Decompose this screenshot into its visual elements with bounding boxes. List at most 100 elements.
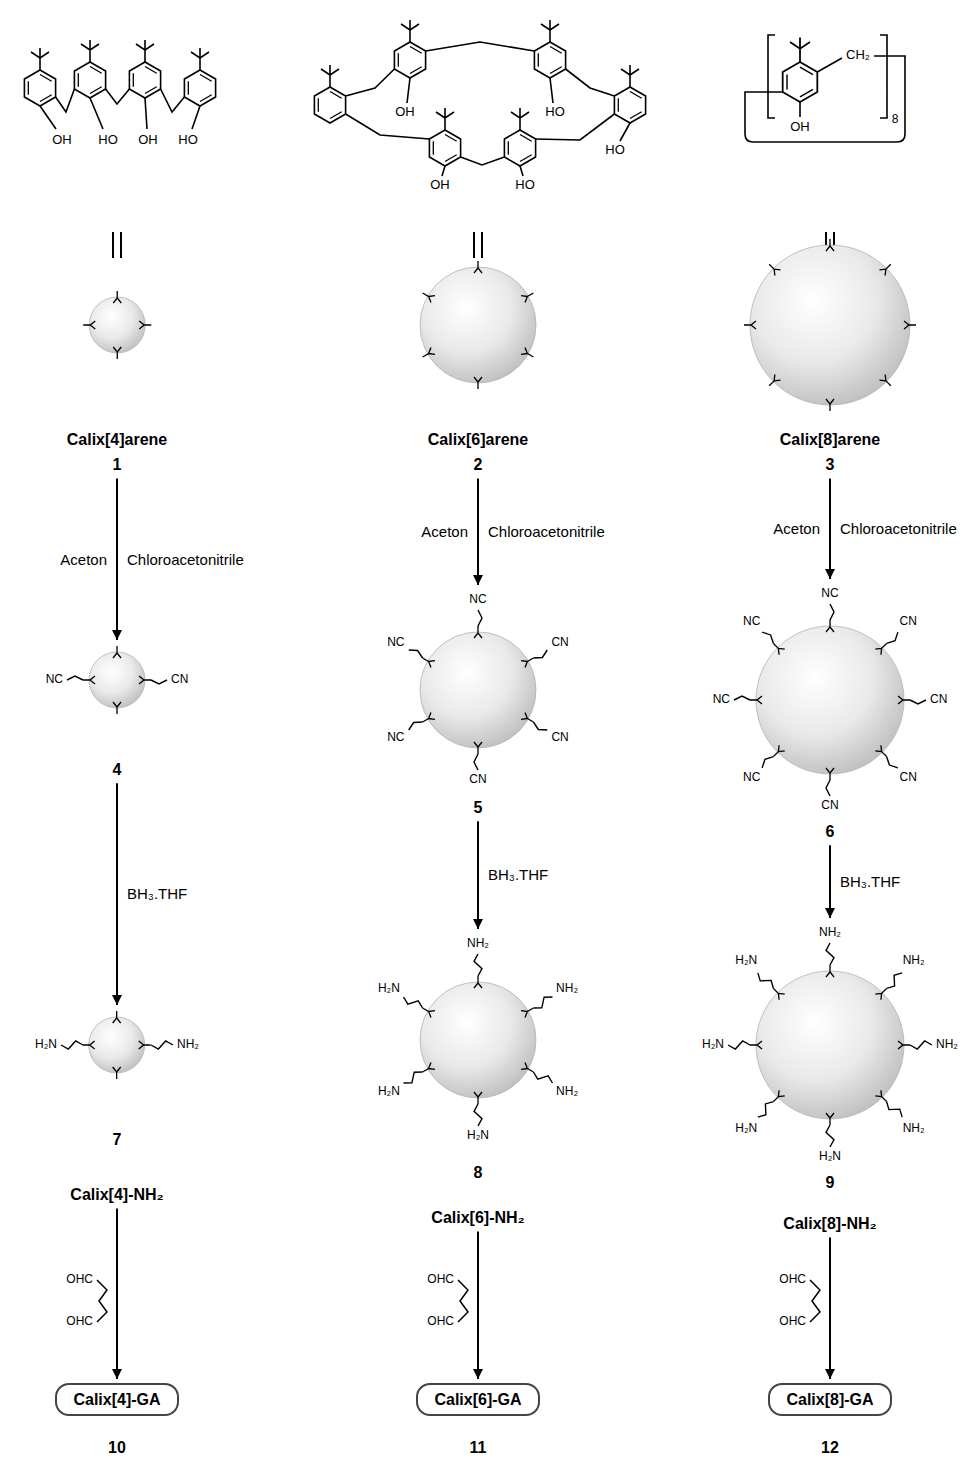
phenol-unit-symbol <box>826 620 834 632</box>
phenol-unit-symbol <box>423 658 435 667</box>
phenol-unit-symbol <box>113 291 121 303</box>
hydroxyl-label: HO <box>604 143 626 158</box>
reagent-label: Chloroacetonitrile <box>487 523 606 540</box>
compound-name: Calix[8]-NH₂ <box>746 1214 914 1233</box>
calixarene-sphere: 8Calix[6]-NH₂ <box>410 933 546 1227</box>
sphere-caption: Calix[6]arene2 <box>410 430 546 474</box>
phenol-unit-symbol <box>474 261 482 273</box>
alkyl-chain <box>887 757 898 768</box>
alkyl-chain <box>478 610 482 626</box>
substituent-label: NC <box>45 673 64 687</box>
alkyl-chain <box>887 973 903 989</box>
alkyl-chain <box>758 1102 774 1118</box>
substituent-label: NC <box>820 587 839 601</box>
compound-number: 8 <box>410 1163 546 1182</box>
hydroxyl-label: OH <box>51 133 73 148</box>
phenol-unit-symbol <box>113 347 121 359</box>
sphere-caption: 9Calix[8]-NH₂ <box>746 1173 914 1233</box>
alkyl-chain <box>826 943 834 965</box>
solvent-label: Aceton <box>772 520 821 537</box>
equivalence-sign <box>113 232 834 258</box>
phenol-unit-symbol <box>750 696 762 704</box>
phenol-unit-symbol <box>474 1092 482 1104</box>
hydroxyl-label: OH <box>789 120 811 135</box>
phenol-unit-symbol <box>521 1063 533 1072</box>
alkyl-chain <box>758 973 774 989</box>
alkyl-chain <box>762 632 773 643</box>
repeat-count: 8 <box>891 113 900 127</box>
substituent-label: NH₂ <box>818 926 842 940</box>
alkyl-chain <box>910 700 926 704</box>
phenol-unit-symbol <box>875 988 886 999</box>
alkyl-chain <box>474 754 478 770</box>
aldehyde-label: OHC <box>778 1273 807 1287</box>
phenol-unit-symbol <box>826 768 834 780</box>
phenol-unit-symbol <box>875 643 886 654</box>
solvent-label: Aceton <box>420 523 469 540</box>
product-box: Calix[6]-GA11 <box>416 1383 539 1416</box>
phenol-unit-symbol <box>826 239 834 251</box>
phenol-unit-symbol <box>113 702 121 714</box>
substituent-label: NH₂ <box>555 1085 579 1099</box>
phenol-unit-symbol <box>521 713 533 722</box>
substituent-label: H₂N <box>701 1038 725 1052</box>
reagent-label: Chloroacetonitrile <box>839 520 958 537</box>
alkyl-chain <box>826 1125 834 1147</box>
sphere-caption: 6 <box>746 822 914 841</box>
compound-number: 2 <box>410 455 546 474</box>
phenol-unit-symbol <box>423 293 435 302</box>
sphere-outline <box>410 933 546 1227</box>
phenol-unit-symbol <box>769 374 780 385</box>
calixarene-sphere: Calix[8]arene3 <box>740 237 920 474</box>
phenol-unit-symbol <box>875 1090 886 1101</box>
alkyl-chain <box>762 757 773 768</box>
product-name: Calix[6]-GA <box>434 1390 521 1409</box>
alkyl-chain <box>61 1041 83 1049</box>
calixarene-sphere: 4 <box>79 644 155 779</box>
substituent-label: CN <box>468 773 487 787</box>
substituent-label: H₂N <box>818 1150 842 1164</box>
compound-number: 10 <box>57 1438 176 1457</box>
aldehyde-label: OHC <box>426 1315 455 1329</box>
phenol-unit-symbol <box>474 976 482 988</box>
calixarene-sphere: 9Calix[8]-NH₂ <box>746 922 914 1233</box>
phenol-unit-symbol <box>769 264 780 275</box>
phenol-unit-symbol <box>423 348 435 357</box>
calix8-structure <box>745 35 905 142</box>
phenol-unit-symbol <box>744 321 756 329</box>
phenol-unit-symbol <box>521 348 533 357</box>
phenol-unit-symbol <box>139 676 151 684</box>
phenol-unit-symbol <box>773 988 784 999</box>
substituent-label: NC <box>386 636 405 650</box>
phenol-unit-symbol <box>879 374 890 385</box>
sphere-caption: Calix[8]arene3 <box>740 430 920 474</box>
calix4-structure <box>24 40 215 129</box>
phenol-unit-symbol <box>113 1011 121 1023</box>
compound-name: Calix[8]arene <box>740 430 920 449</box>
compound-name: Calix[4]arene <box>61 430 174 449</box>
alkyl-chain <box>728 1041 750 1049</box>
substituent-label: NH₂ <box>902 1122 926 1136</box>
reaction-arrow <box>829 845 831 918</box>
phenol-unit-symbol <box>83 1041 95 1049</box>
phenol-unit-symbol <box>826 399 834 411</box>
hydroxyl-label: OH <box>137 133 159 148</box>
reaction-arrow <box>116 1208 118 1379</box>
alkyl-chain <box>887 1102 903 1118</box>
phenol-unit-symbol <box>423 1063 435 1072</box>
phenol-unit-symbol <box>773 745 784 756</box>
hydroxyl-label: OH <box>429 178 451 193</box>
alkyl-chain <box>409 650 423 658</box>
alkyl-chain <box>734 696 750 700</box>
reagent-label: BH₃.THF <box>839 873 901 890</box>
substituent-label: NC <box>468 593 487 607</box>
hydroxyl-label: HO <box>97 133 119 148</box>
alkyl-chain <box>409 722 423 730</box>
substituent-label: CN <box>550 636 569 650</box>
substituent-label: CN <box>899 615 918 629</box>
substituent-label: H₂N <box>734 954 758 968</box>
substituent-label: H₂N <box>377 982 401 996</box>
substituent-label: NC <box>742 771 761 785</box>
reaction-arrow <box>116 478 118 640</box>
substituent-label: CN <box>820 799 839 813</box>
